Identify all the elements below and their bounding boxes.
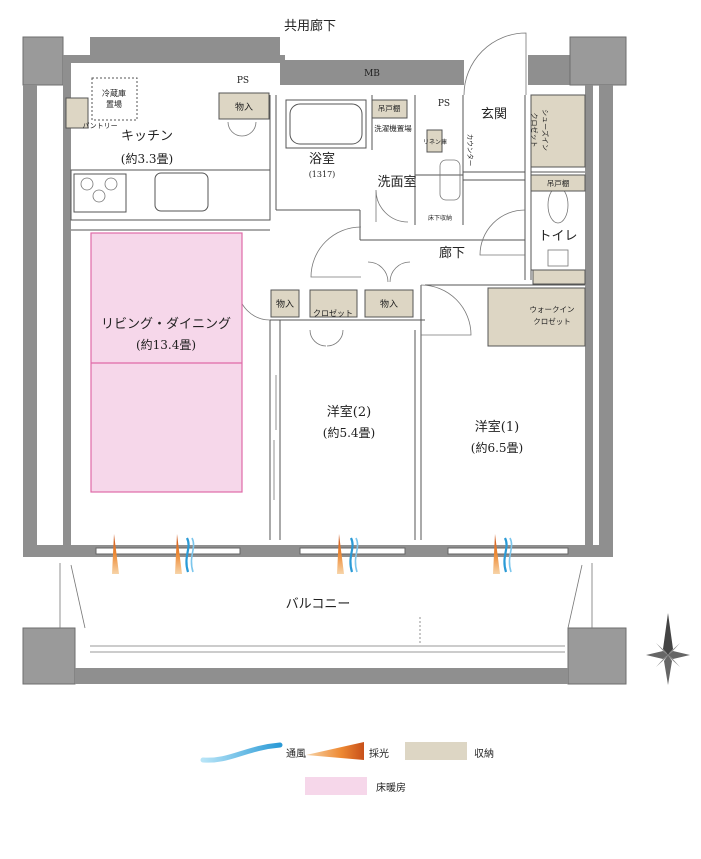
daylight-legend-icon (306, 742, 364, 760)
storage-box (532, 269, 586, 285)
storage-box (530, 94, 586, 168)
living-label: リビング・ダイニング (101, 317, 231, 332)
storage-box (65, 97, 89, 129)
outer-walls (22, 36, 627, 685)
storage-areas (65, 92, 586, 347)
pantry-label: パントリー (82, 122, 117, 130)
west1-size: (約6.5畳) (471, 440, 523, 455)
closet-label: クロゼット (313, 308, 353, 318)
storage-box (371, 99, 408, 119)
fridge-label: 冷蔵庫置場 (102, 88, 126, 109)
monoire-label: 物入 (235, 101, 253, 113)
storage-box (530, 174, 586, 192)
legend-storage: 収納 (474, 747, 494, 760)
bath-code: (1317) (309, 170, 336, 179)
legend-ventilation: 通風 (286, 748, 306, 760)
ps-label: PS (438, 99, 450, 109)
linen-label: リネン庫 (423, 138, 447, 146)
interior-walls (70, 32, 585, 540)
ventilation-legend-icon (200, 742, 283, 763)
toilet-label: トイレ (538, 229, 577, 244)
west1-label: 洋室(1) (475, 419, 519, 435)
daylight-markers (112, 534, 500, 574)
floor-heating-legend-swatch (305, 777, 367, 795)
monoire-label: 物入 (380, 298, 398, 310)
west2-label: 洋室(2) (327, 404, 371, 420)
hallway-label: 廊下 (439, 245, 465, 261)
kitchen-label: キッチン (121, 129, 173, 144)
storage-box (364, 289, 414, 318)
corridor-label: 共用廊下 (284, 18, 336, 34)
storage-legend-swatch (405, 742, 467, 760)
shoes-closet-label: シューズインクロゼット (530, 109, 550, 151)
tsuritodana-label: 吊戸棚 (378, 103, 401, 113)
tsuritodana-label: 吊戸棚 (547, 178, 570, 188)
washroom-label: 洗面室 (377, 174, 416, 190)
entrance-label: 玄関 (481, 107, 507, 122)
legend: 通風 採光 収納 床暖房 (200, 742, 494, 795)
storage-box (270, 289, 300, 318)
legend-daylight: 採光 (369, 747, 389, 760)
legend-floor-heating: 床暖房 (376, 781, 406, 794)
walkin-closet-label: ウォークインクロゼット (530, 305, 575, 326)
balcony-label: バルコニー (286, 597, 351, 612)
ps-label: PS (237, 76, 249, 86)
washer-label: 洗濯機置場 (374, 123, 412, 133)
bath-label: 浴室 (309, 151, 335, 167)
compass-icon (646, 613, 690, 685)
living-size: (約13.4畳) (136, 337, 196, 352)
mb-label: MB (364, 69, 380, 79)
storage-box (309, 289, 358, 318)
storage-box (487, 287, 586, 347)
ventilation-markers (185, 537, 513, 573)
kitchen-size: (約3.3畳) (121, 151, 173, 166)
storage-box (426, 129, 443, 153)
storage-box (218, 92, 270, 120)
monoire-label: 物入 (276, 298, 294, 310)
counter-label: カウンター (466, 134, 475, 167)
underfloor-label: 床下収納 (428, 214, 452, 222)
west2-size: (約5.4畳) (323, 425, 375, 440)
floor-heating-area (90, 232, 243, 493)
